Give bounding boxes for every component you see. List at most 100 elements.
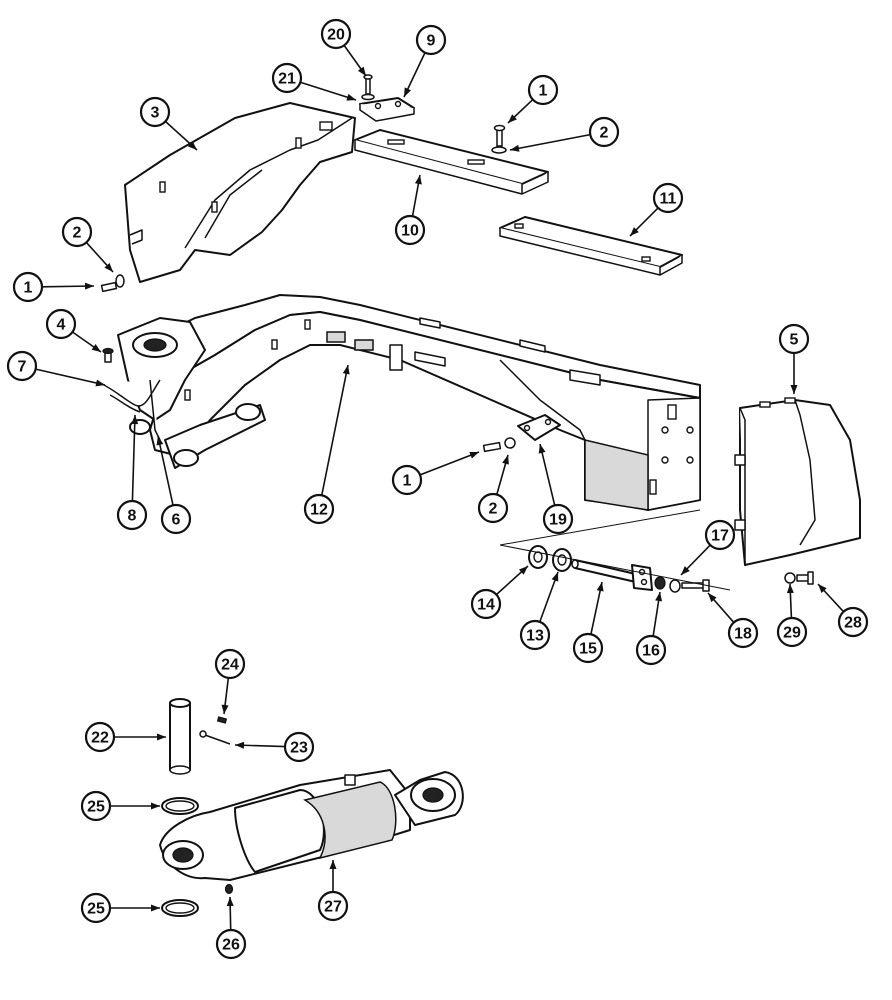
callout-1: 1 bbox=[391, 464, 423, 496]
leader-arrowhead bbox=[131, 415, 139, 425]
callout-number: 9 bbox=[427, 33, 436, 50]
leader-arrowhead bbox=[502, 455, 509, 465]
callout-1: 1 bbox=[12, 271, 44, 303]
wiring-harness bbox=[99, 379, 161, 441]
leader-line-7 bbox=[35, 368, 106, 386]
callout-circle bbox=[776, 616, 808, 648]
leader-arrowhead bbox=[187, 141, 197, 150]
retaining-bolt-and-pin bbox=[199, 716, 231, 745]
callout-number: 2 bbox=[600, 125, 609, 142]
callout-6: 6 bbox=[160, 503, 192, 535]
leader-arrowhead bbox=[818, 584, 827, 593]
leader-arrowhead bbox=[708, 593, 717, 603]
washers-13-14 bbox=[528, 545, 572, 572]
callout-number: 4 bbox=[57, 317, 66, 334]
bolt-and-washer-top bbox=[491, 124, 507, 154]
callout-27: 27 bbox=[317, 890, 349, 922]
callout-circle bbox=[778, 323, 810, 355]
leader-arrowhead bbox=[342, 365, 350, 375]
callout-20: 20 bbox=[320, 18, 352, 50]
callout-circle bbox=[527, 74, 559, 106]
leader-arrowhead bbox=[104, 262, 113, 272]
seal-rings bbox=[161, 797, 199, 917]
callout-circle bbox=[84, 721, 116, 753]
leader-arrowhead bbox=[329, 860, 337, 869]
leader-line-19 bbox=[539, 443, 556, 506]
leader-arrowhead bbox=[221, 704, 229, 714]
callout-5: 5 bbox=[778, 323, 810, 355]
cover-bolt-and-washer bbox=[784, 571, 814, 585]
callout-7: 7 bbox=[6, 350, 38, 382]
callout-number: 17 bbox=[711, 528, 729, 545]
leader-arrowhead bbox=[235, 741, 245, 749]
callout-number: 6 bbox=[172, 512, 181, 529]
leader-arrowhead bbox=[786, 584, 794, 594]
callout-number: 25 bbox=[87, 901, 105, 918]
callout-number: 8 bbox=[128, 508, 137, 525]
hydraulic-cylinder bbox=[159, 769, 464, 881]
callout-2: 2 bbox=[61, 216, 93, 248]
boom-upper-cover bbox=[124, 102, 356, 283]
callout-22: 22 bbox=[84, 721, 116, 753]
cylinder-pin bbox=[169, 698, 191, 775]
callout-number: 21 bbox=[278, 71, 296, 88]
callout-4: 4 bbox=[45, 308, 77, 340]
callout-number: 14 bbox=[477, 597, 495, 614]
callout-8: 8 bbox=[116, 499, 148, 531]
callout-circle bbox=[160, 503, 192, 535]
callout-28: 28 bbox=[837, 606, 869, 638]
leader-arrowhead bbox=[151, 904, 160, 912]
leader-arrowhead bbox=[156, 436, 164, 446]
callout-number: 25 bbox=[87, 799, 105, 816]
callout-number: 20 bbox=[327, 27, 345, 44]
callout-number: 1 bbox=[539, 83, 548, 100]
callout-circle bbox=[394, 214, 426, 246]
small-plate bbox=[359, 97, 415, 122]
leader-arrowhead bbox=[414, 175, 422, 185]
callout-10: 10 bbox=[394, 214, 426, 246]
callout-number: 16 bbox=[642, 643, 660, 660]
callout-15: 15 bbox=[572, 632, 604, 664]
callout-circle bbox=[470, 588, 502, 620]
leader-arrowhead bbox=[469, 452, 479, 459]
callout-circle bbox=[283, 731, 315, 763]
callout-number: 28 bbox=[844, 615, 862, 632]
bolt-and-washer-left bbox=[100, 274, 125, 293]
callout-3: 3 bbox=[139, 96, 171, 128]
leader-line-8 bbox=[131, 414, 136, 502]
callout-number: 23 bbox=[290, 740, 308, 757]
leader-arrowhead bbox=[681, 566, 690, 575]
leader-arrowhead bbox=[596, 582, 604, 592]
callout-number: 2 bbox=[73, 225, 82, 242]
callout-number: 3 bbox=[151, 105, 160, 122]
callout-number: 10 bbox=[401, 223, 419, 240]
callout-number: 18 bbox=[734, 626, 752, 643]
callout-circle bbox=[6, 350, 38, 382]
callout-24: 24 bbox=[214, 648, 246, 680]
callout-16: 16 bbox=[635, 634, 667, 666]
callout-number: 15 bbox=[579, 641, 597, 658]
leader-line-1 bbox=[419, 451, 480, 476]
callout-circle bbox=[214, 648, 246, 680]
callout-circle bbox=[588, 116, 620, 148]
callout-19: 19 bbox=[542, 503, 574, 535]
callout-circle bbox=[116, 499, 148, 531]
callout-29: 29 bbox=[776, 616, 808, 648]
callout-circle bbox=[572, 632, 604, 664]
top-plate bbox=[354, 129, 549, 195]
cap-screw-and-washer bbox=[361, 74, 375, 101]
callout-2: 2 bbox=[477, 492, 509, 524]
leader-arrowhead bbox=[84, 282, 94, 290]
leader-arrowhead bbox=[226, 897, 234, 907]
leader-arrowhead bbox=[538, 444, 546, 454]
callout-18: 18 bbox=[727, 617, 759, 649]
leader-arrowhead bbox=[404, 87, 412, 97]
small-screw bbox=[102, 347, 114, 363]
leader-arrowhead bbox=[151, 802, 160, 810]
callout-circle bbox=[652, 182, 684, 214]
callout-23: 23 bbox=[283, 731, 315, 763]
leader-arrowhead bbox=[508, 114, 517, 123]
callout-number: 5 bbox=[790, 332, 799, 349]
leader-arrowhead bbox=[790, 385, 798, 394]
callout-number: 1 bbox=[403, 473, 412, 490]
